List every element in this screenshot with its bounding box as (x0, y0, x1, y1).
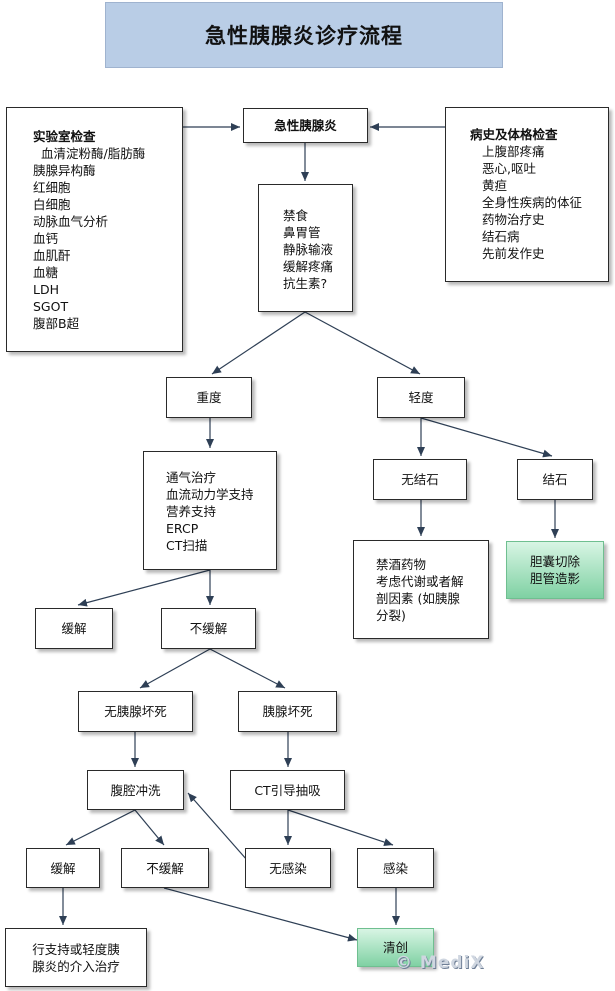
no-relief-node-2: 不缓解 (121, 848, 209, 888)
severe-treatment-box: 通气治疗 血流动力学支持 营养支持 ERCP CT扫描 (143, 451, 277, 570)
peritoneal-lavage-node: 腹腔冲洗 (87, 770, 184, 810)
debridement-node: 清创 (357, 928, 434, 967)
cholecystectomy-node: 胆囊切除 胆管造影 (506, 541, 604, 599)
lab-item: 动脉血气分析 (33, 214, 109, 229)
no-relief-node-1: 不缓解 (161, 608, 256, 649)
initial-item: 鼻胃管 (283, 225, 321, 240)
stone-surgery-line: 胆囊切除 (529, 554, 580, 569)
lab-tests-title: 实验室检查 (33, 129, 96, 144)
supportive-line: 腺炎的介入治疗 (32, 958, 120, 974)
arrow-treatment-to-relief (77, 569, 211, 607)
history-item: 先前发作史 (482, 246, 545, 261)
supportive-therapy-node: 行支持或轻度胰 腺炎的介入治疗 (5, 928, 147, 987)
no-infection-node: 无感染 (245, 848, 331, 888)
arrow-initial-to-mild (304, 311, 421, 375)
initial-item: 静脉输液 (283, 242, 334, 257)
arrow-no-relief-to-debridement (163, 887, 358, 942)
initial-management-box: 禁食 鼻胃管 静脉输液 缓解疼痛 抗生素? (258, 184, 353, 312)
arrow-no-infection-to-lavage (187, 792, 248, 861)
no-stone-item: 禁酒药物 (376, 557, 427, 572)
history-item: 全身性疾病的体征 (482, 195, 583, 210)
relief-node-2: 缓解 (26, 848, 100, 888)
lab-item: 血肌酐 (33, 248, 71, 263)
severe-node: 重度 (166, 377, 252, 418)
lab-item: 血钙 (33, 231, 59, 246)
arrow-initial-to-severe (211, 311, 306, 375)
ct-aspiration-node: CT引导抽吸 (230, 770, 345, 810)
lab-tests-box: 实验室检查 血清淀粉酶/脂肪酶 胰腺异构酶 红细胞 白细胞 动脉血气分析 血钙 … (6, 107, 183, 352)
arrow-no-relief-to-necrosis (209, 648, 286, 689)
flowchart-title: 急性胰腺炎诊疗流程 (105, 2, 503, 68)
lab-item: 血清淀粉酶/脂肪酶 (41, 146, 146, 161)
watermark-logo: © MediX (395, 953, 485, 973)
initial-item: 缓解疼痛 (283, 259, 334, 274)
lab-item: 血糖 (33, 265, 59, 280)
severe-treatment-item: 通气治疗 (166, 470, 217, 485)
no-stone-item: 分裂) (376, 608, 406, 623)
lab-item: SGOT (33, 299, 69, 314)
initial-item: 禁食 (283, 208, 309, 223)
severe-treatment-item: CT扫描 (166, 538, 208, 553)
history-item: 药物治疗史 (482, 212, 545, 227)
lab-item: 腹部B超 (33, 316, 80, 331)
severe-treatment-item: 营养支持 (166, 504, 217, 519)
arrow-lavage-to-relief (65, 809, 136, 846)
history-item: 黄疸 (482, 178, 508, 193)
no-stone-node: 无结石 (373, 459, 467, 500)
lab-item: 红细胞 (33, 180, 71, 195)
no-stone-management-box: 禁酒药物 考虑代谢或者解 剖因素 (如胰腺 分裂) (353, 540, 489, 639)
arrow-no-relief-to-no-necrosis (139, 648, 211, 689)
lab-item: LDH (33, 282, 59, 297)
history-item: 恶心,呕吐 (482, 161, 536, 176)
history-item: 结石病 (482, 229, 520, 244)
no-stone-item: 剖因素 (如胰腺 (376, 591, 460, 606)
history-exam-box: 病史及体格检查 上腹部疼痛 恶心,呕吐 黄疸 全身性疾病的体征 药物治疗史 结石… (445, 107, 609, 282)
arrow-mild-to-stone (420, 417, 553, 458)
history-exam-title: 病史及体格检查 (470, 127, 558, 142)
mild-node: 轻度 (377, 377, 465, 418)
history-item: 上腹部疼痛 (482, 144, 545, 159)
arrow-lavage-to-no-relief (134, 809, 165, 846)
arrow-ct-to-infection (287, 809, 394, 846)
stone-surgery-line: 胆管造影 (529, 571, 580, 586)
lab-item: 白细胞 (33, 197, 71, 212)
initial-item: 抗生素? (283, 276, 328, 291)
supportive-line: 行支持或轻度胰 (32, 941, 120, 957)
severe-treatment-item: 血流动力学支持 (166, 487, 254, 502)
necrosis-node: 胰腺坏死 (238, 691, 337, 732)
stone-node: 结石 (517, 459, 593, 500)
no-stone-item: 考虑代谢或者解 (376, 574, 464, 589)
severe-treatment-item: ERCP (166, 521, 199, 536)
no-necrosis-node: 无胰腺坏死 (78, 691, 193, 732)
relief-node-1: 缓解 (35, 608, 113, 649)
infection-node: 感染 (357, 848, 434, 888)
acute-pancreatitis-node: 急性胰腺炎 (243, 108, 368, 143)
lab-item: 胰腺异构酶 (33, 163, 96, 178)
